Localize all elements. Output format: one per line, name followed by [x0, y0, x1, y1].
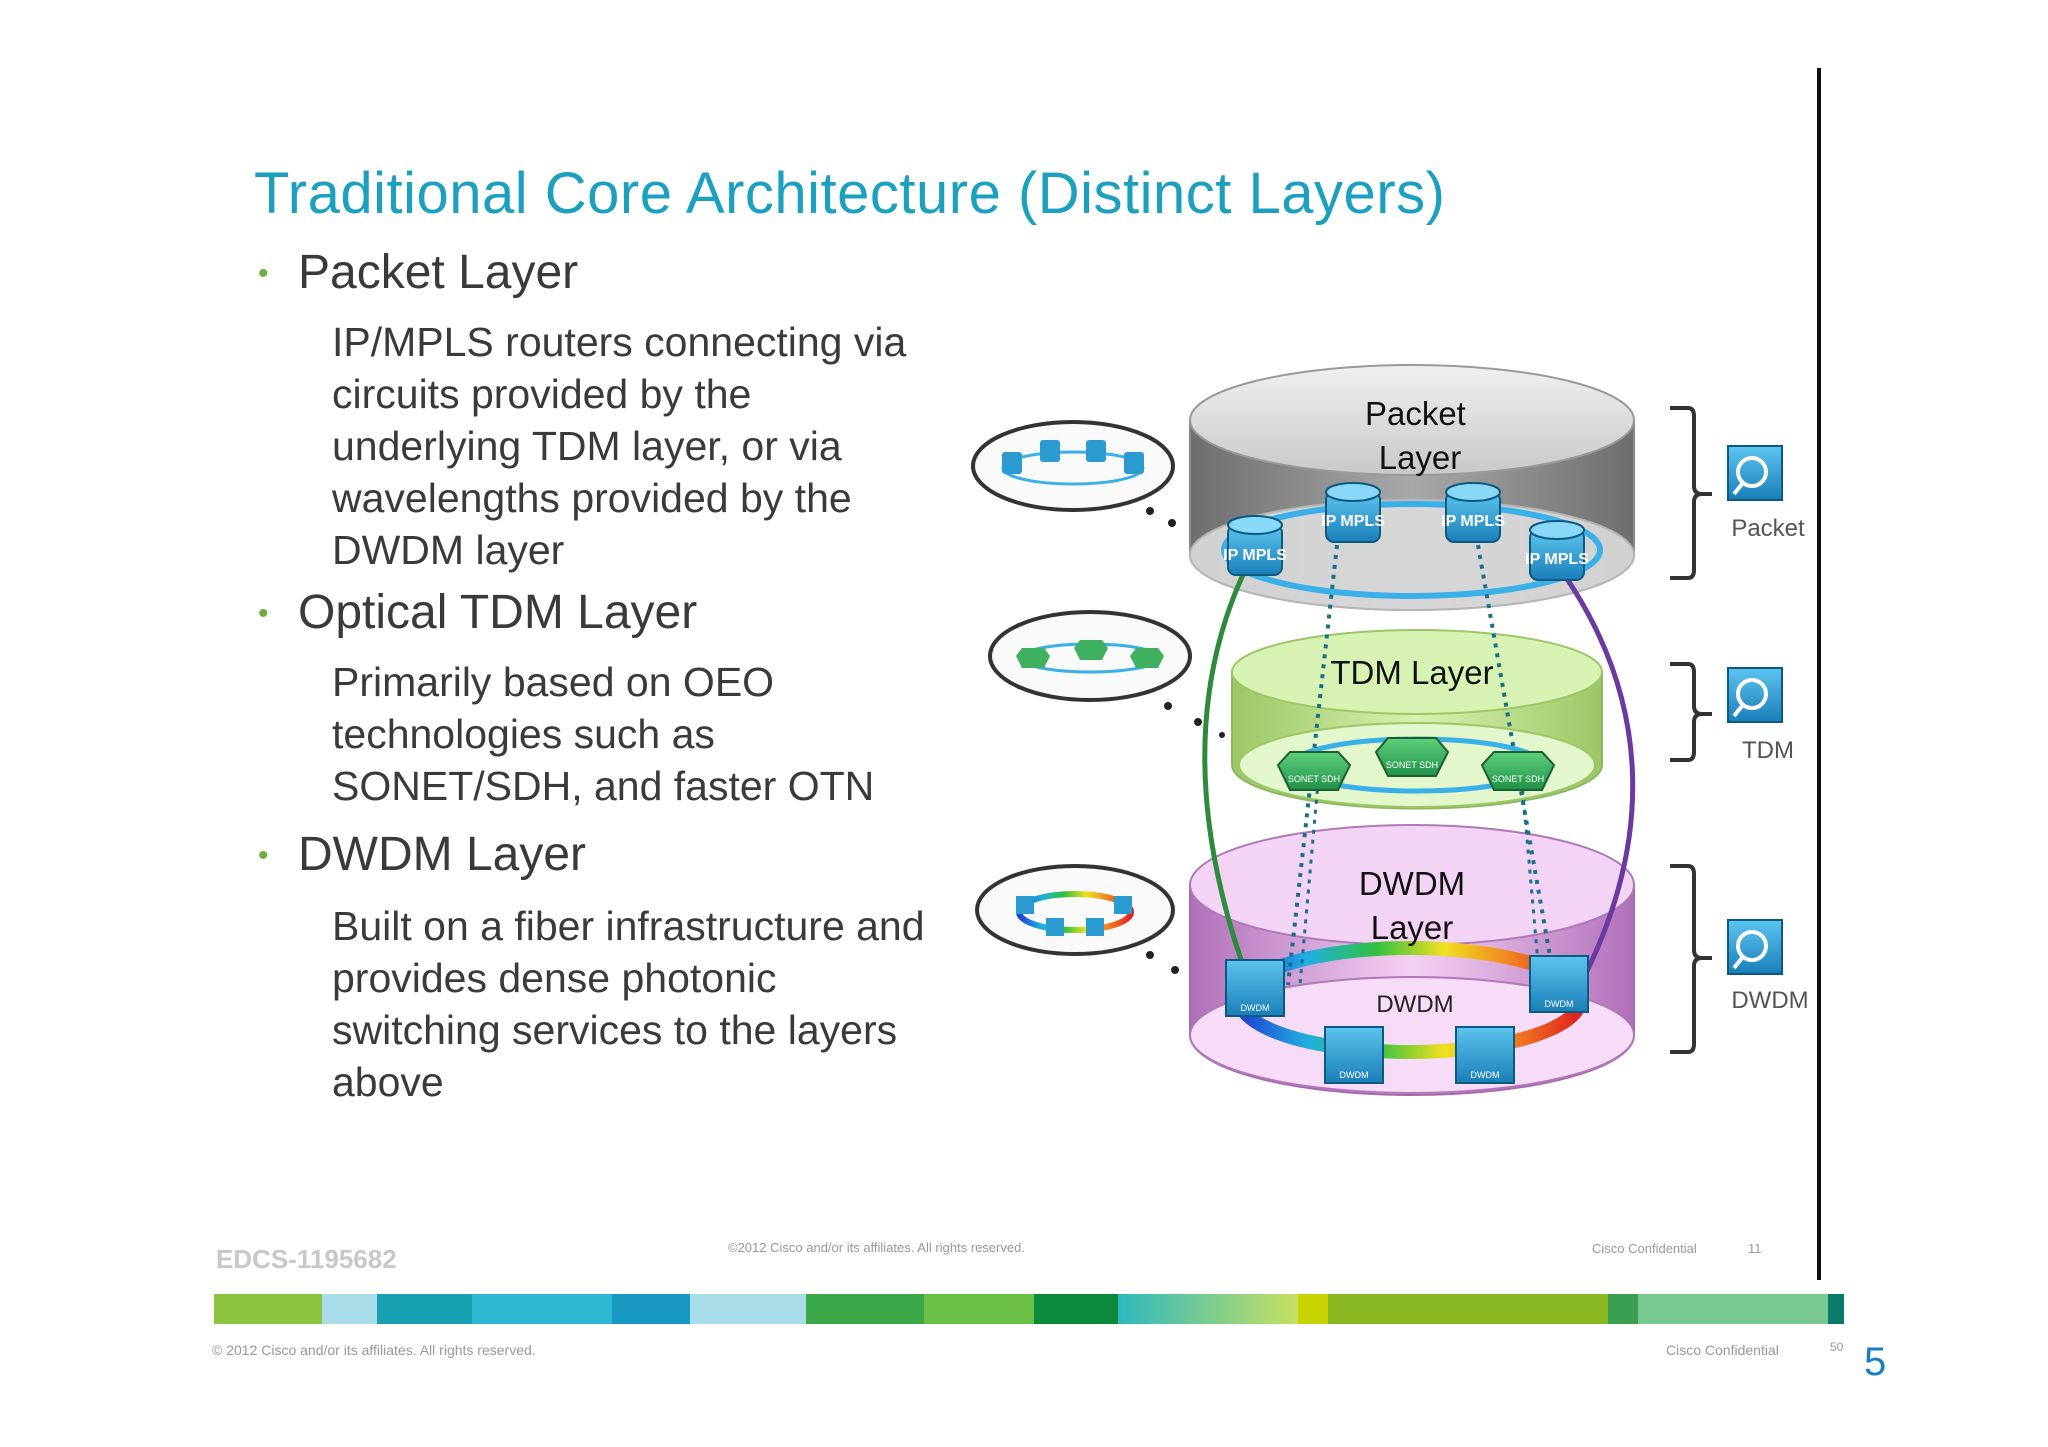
- body-line: technologies such as: [332, 711, 715, 757]
- inner-confidential: Cisco Confidential: [1592, 1241, 1697, 1256]
- bullet-dot-icon: •: [258, 597, 269, 630]
- router-label: IP MPLS: [1223, 547, 1287, 564]
- router-label: IP MPLS: [1525, 551, 1589, 568]
- body-line: underlying TDM layer, or via: [332, 423, 842, 469]
- mini-router-icon: [1086, 440, 1106, 462]
- dwdm-node-2: DWDM: [1324, 1026, 1384, 1084]
- mini-router-icon: [1002, 452, 1022, 474]
- page-number: 5: [1864, 1340, 1887, 1384]
- dwdm-layer-label: DWDM Layer: [1359, 865, 1465, 946]
- outer-confidential: Cisco Confidential: [1666, 1342, 1779, 1358]
- sonet-node-2: SONET SDH: [1374, 737, 1450, 777]
- mini-dwdm-icon: [1046, 918, 1064, 936]
- packet-layer-icon: [1727, 445, 1783, 501]
- packet-layer-label: Packet Layer: [1365, 395, 1475, 476]
- tdm-layer-icon: [1727, 667, 1783, 723]
- mini-dwdm-icon: [1086, 918, 1104, 936]
- body-line: SONET/SDH, and faster OTN: [332, 763, 875, 809]
- packet-cylinder: [1189, 364, 1635, 611]
- dwdm-mini-callout: [975, 864, 1179, 974]
- mini-sonet-icon: [1016, 648, 1050, 668]
- bracket-dwdm: [1670, 864, 1712, 1054]
- router-label: IP MPLS: [1321, 513, 1385, 530]
- mini-router-icon: [1040, 440, 1060, 462]
- dwdm-layer-label-line1: DWDM: [1359, 865, 1465, 902]
- mini-router-icon: [1124, 452, 1144, 474]
- mini-sonet-icon: [1130, 648, 1164, 668]
- body-line: Primarily based on OEO: [332, 659, 775, 705]
- dwdm-node-4: DWDM: [1529, 955, 1589, 1013]
- body-line: circuits provided by the: [332, 371, 752, 417]
- mini-dwdm-icon: [1114, 896, 1132, 914]
- bullet-body-tdm: Primarily based on OEO technologies such…: [332, 656, 874, 812]
- mini-sonet-icon: [1074, 640, 1108, 660]
- inner-copyright: ©2012 Cisco and/or its affiliates. All r…: [728, 1240, 1025, 1255]
- sonet-node-3: SONET SDH: [1480, 751, 1556, 791]
- bracket-label-packet: Packet: [1731, 515, 1805, 542]
- ip-mpls-router-3: IP MPLS: [1441, 482, 1505, 543]
- dwdm-node-label: DWDM: [1241, 1003, 1270, 1013]
- bullet-body-packet: IP/MPLS routers connecting via circuits …: [332, 316, 906, 576]
- tdm-mini-callout: [988, 610, 1225, 738]
- sonet-node-1: SONET SDH: [1276, 751, 1352, 791]
- dwdm-node-label: DWDM: [1340, 1070, 1369, 1080]
- slide-title: Traditional Core Architecture (Distinct …: [254, 161, 1446, 226]
- bracket-packet: [1670, 406, 1712, 580]
- bracket-tdm: [1670, 662, 1712, 762]
- body-line: wavelengths provided by the: [332, 475, 852, 521]
- sonet-label: SONET SDH: [1492, 774, 1544, 784]
- body-line: DWDM layer: [332, 527, 565, 573]
- ip-mpls-router-4: IP MPLS: [1525, 520, 1589, 581]
- mini-dwdm-icon: [1016, 896, 1034, 914]
- body-line: above: [332, 1059, 444, 1105]
- edcs-id: EDCS-1195682: [216, 1244, 397, 1274]
- bullet-dot-icon: •: [258, 257, 269, 290]
- body-line: IP/MPLS routers connecting via: [332, 319, 907, 365]
- bracket-label-tdm: TDM: [1742, 737, 1794, 764]
- dwdm-node-label: DWDM: [1471, 1070, 1500, 1080]
- dwdm-node-label: DWDM: [1545, 999, 1574, 1009]
- dwdm-node-3: DWDM: [1455, 1026, 1515, 1084]
- router-label: IP MPLS: [1441, 513, 1505, 530]
- body-line: provides dense photonic: [332, 955, 777, 1001]
- dwdm-node-1: DWDM: [1225, 959, 1285, 1017]
- packet-mini-callout: [971, 420, 1176, 527]
- ip-mpls-router-2: IP MPLS: [1321, 482, 1385, 543]
- dwdm-ring-label: DWDM: [1376, 991, 1453, 1018]
- ip-mpls-router-1: IP MPLS: [1223, 515, 1287, 576]
- vertical-divider: [1817, 68, 1821, 1280]
- cisco-color-bar: [214, 1294, 1844, 1324]
- bullet-body-dwdm: Built on a fiber infrastructure and prov…: [332, 900, 925, 1108]
- sonet-label: SONET SDH: [1288, 774, 1340, 784]
- body-line: Built on a fiber infrastructure and: [332, 903, 925, 949]
- bullet-heading: Packet Layer: [298, 246, 579, 299]
- packet-layer-label-line2: Layer: [1379, 439, 1462, 476]
- packet-layer-label-text: Packet: [1365, 395, 1466, 432]
- bullet-dot-icon: •: [258, 839, 269, 872]
- inner-page-number: 11: [1748, 1241, 1762, 1256]
- bullet-heading: DWDM Layer: [298, 828, 587, 881]
- dwdm-layer-icon: [1727, 919, 1783, 975]
- sonet-label: SONET SDH: [1386, 760, 1438, 770]
- bullet-heading: Optical TDM Layer: [298, 586, 698, 639]
- bracket-label-dwdm: DWDM: [1731, 987, 1808, 1014]
- outer-page-small: 50: [1830, 1340, 1844, 1354]
- dwdm-layer-label-line2: Layer: [1371, 909, 1454, 946]
- body-line: switching services to the layers: [332, 1007, 898, 1053]
- outer-copyright: © 2012 Cisco and/or its affiliates. All …: [212, 1342, 536, 1358]
- tdm-layer-label: TDM Layer: [1330, 654, 1493, 691]
